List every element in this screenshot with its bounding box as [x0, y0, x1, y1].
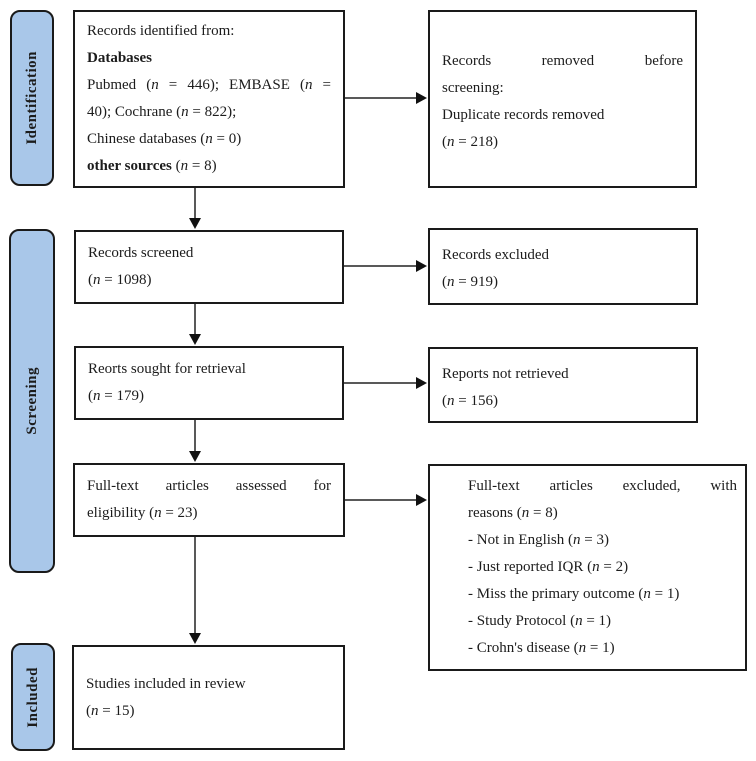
- text-line: Records identified from:: [87, 23, 235, 39]
- text-line: Records screened: [88, 245, 194, 261]
- arrow-line: [345, 499, 417, 501]
- text-line: (n = 1098): [88, 272, 152, 288]
- arrowhead-right-icon: [416, 377, 427, 389]
- stage-label-identification-text: Identification: [23, 51, 40, 145]
- text-line: (n = 15): [86, 703, 135, 719]
- text-line: Records excluded: [442, 247, 550, 263]
- text-line: (n = 218): [442, 134, 498, 150]
- box-reports-not-retrieved: Reports not retrieved (n = 156): [428, 347, 698, 423]
- right-arrow-identified-to-removed: [345, 92, 427, 104]
- arrowhead-right-icon: [416, 92, 427, 104]
- text-line: - Not in English (n = 3): [468, 532, 609, 548]
- text-line: Full-text articles excluded, with: [468, 478, 737, 494]
- text-line: Reports not retrieved: [442, 366, 569, 382]
- text-line: Databases: [87, 50, 153, 66]
- text-line: eligibility (n = 23): [87, 505, 198, 521]
- text-line: (n = 919): [442, 274, 498, 290]
- text-line: screening:: [442, 80, 504, 96]
- text-line: Studies included in review: [86, 676, 246, 692]
- down-arrow-sought-to-assessed: [189, 420, 201, 462]
- text-line: Full-text articles assessed for: [87, 478, 331, 494]
- arrowhead-down-icon: [189, 218, 201, 229]
- text-line: reasons (n = 8): [468, 505, 558, 521]
- box-reports-sought: Reorts sought for retrieval (n = 179): [74, 346, 344, 420]
- arrow-line: [194, 537, 196, 634]
- box-records-excluded: Records excluded (n = 919): [428, 228, 698, 305]
- down-arrow-assessed-to-included: [189, 537, 201, 644]
- arrowhead-down-icon: [189, 451, 201, 462]
- right-arrow-assessed-to-excluded-reasons: [345, 494, 427, 506]
- stage-label-screening-text: Screening: [23, 367, 40, 435]
- arrowhead-down-icon: [189, 633, 201, 644]
- stage-label-included: Included: [11, 643, 55, 751]
- box-records-screened: Records screened (n = 1098): [74, 230, 344, 304]
- text-line: - Just reported IQR (n = 2): [468, 559, 629, 575]
- text-line: Chinese databases (n = 0): [87, 131, 242, 147]
- arrowhead-right-icon: [416, 494, 427, 506]
- text-line: Pubmed (n = 446); EMBASE (n =: [87, 77, 331, 93]
- arrow-line: [194, 420, 196, 452]
- arrow-line: [345, 97, 417, 99]
- text-line: - Miss the primary outcome (n = 1): [468, 586, 680, 602]
- text-line: other sources (n = 8): [87, 158, 217, 174]
- text-line: (n = 156): [442, 393, 498, 409]
- text-line: Reorts sought for retrieval: [88, 361, 246, 377]
- box-fulltext-assessed: Full-text articles assessed for eligibili…: [73, 463, 345, 537]
- down-arrow-screened-to-sought: [189, 304, 201, 345]
- text-line: Records removed before: [442, 53, 683, 69]
- arrow-line: [194, 188, 196, 219]
- text-line: - Crohn's disease (n = 1): [468, 640, 615, 656]
- text-line: (n = 179): [88, 388, 144, 404]
- box-fulltext-excluded-reasons: Full-text articles excluded, with reasons…: [428, 464, 747, 671]
- box-records-removed: Records removed before screening: Duplicat…: [428, 10, 697, 188]
- text-line: 40); Cochrane (n = 822);: [87, 104, 237, 120]
- right-arrow-screened-to-excluded: [344, 260, 427, 272]
- arrow-line: [344, 382, 417, 384]
- text-line: - Study Protocol (n = 1): [468, 613, 612, 629]
- arrow-line: [194, 304, 196, 335]
- arrowhead-right-icon: [416, 260, 427, 272]
- arrow-line: [344, 265, 417, 267]
- stage-label-screening: Screening: [9, 229, 55, 573]
- arrowhead-down-icon: [189, 334, 201, 345]
- down-arrow-identified-to-screened: [189, 188, 201, 229]
- box-studies-included: Studies included in review (n = 15): [72, 645, 345, 750]
- stage-label-included-text: Included: [24, 666, 41, 728]
- stage-label-identification: Identification: [10, 10, 54, 186]
- right-arrow-sought-to-not-retrieved: [344, 377, 427, 389]
- text-line: Duplicate records removed: [442, 107, 605, 123]
